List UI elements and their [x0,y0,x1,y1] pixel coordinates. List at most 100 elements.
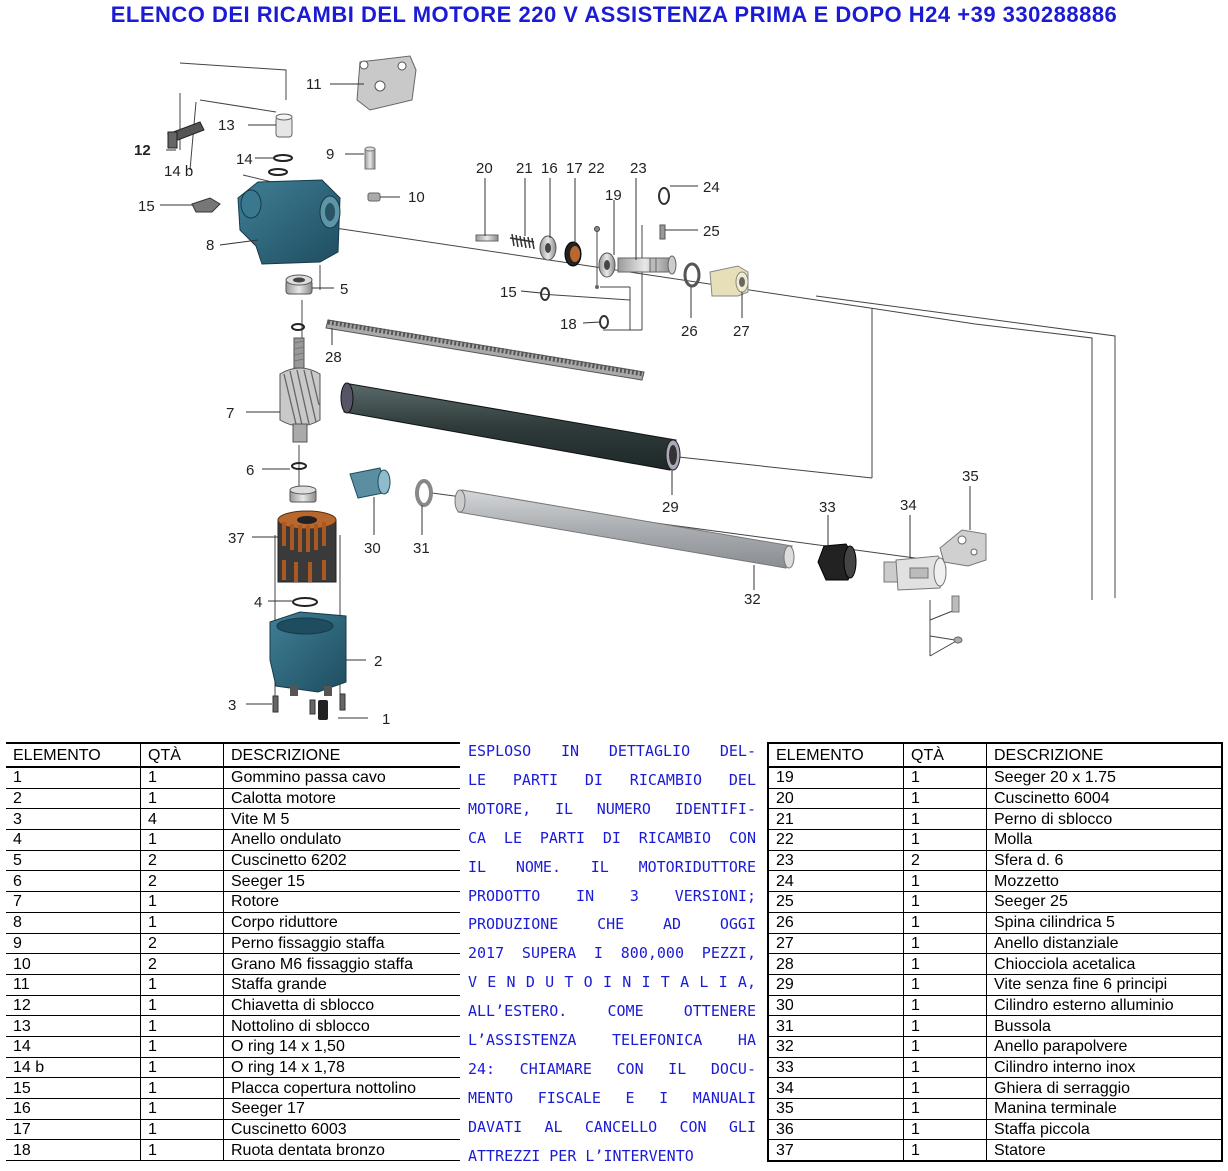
part-10-grub [367,192,381,202]
cell-element: 27 [768,933,904,955]
cell-element: 37 [768,1139,904,1162]
cell-element: 17 [6,1119,141,1141]
cell-element: 29 [768,974,904,996]
cell-description: O ring 14 x 1,78 [223,1057,460,1079]
part-8-gearbox [237,179,341,265]
cell-description: Cilindro esterno alluminio [986,995,1222,1017]
cell-qty: 2 [140,953,224,975]
cell-description: Molla [986,829,1222,851]
label-35: 34 [900,497,917,514]
cell-element: 18 [6,1139,141,1162]
description-line: PRODUZIONE CHE AD OGGI [468,915,756,934]
cell-element: 14 [6,1036,141,1058]
label-22: 21 [516,160,533,177]
cell-description: Seeger 25 [986,891,1222,913]
part-37-stator [277,510,337,583]
part-4-wave-ring [292,597,318,607]
cell-description: Grano M6 fissaggio staffa [223,953,460,975]
part-35-end-fitting [883,555,947,591]
part-17-bearing [539,235,557,261]
cell-element: 7 [6,891,141,913]
label-12: 12 [134,142,151,159]
cell-element: 22 [768,829,904,851]
table-header-row: ELEMENTO QTÀ DESCRIZIONE [6,743,460,768]
cell-element: 25 [768,891,904,913]
label-33: 32 [744,591,761,608]
label-19: 18 [560,316,577,333]
table-header-row: ELEMENTO QTÀ DESCRIZIONE [768,743,1222,768]
cell-element: 11 [6,974,141,996]
label-30: 29 [662,499,679,516]
description-line: V E N D U T O I N I T A L I A, [468,973,756,992]
part-19-seeger [599,315,609,329]
label-8: 8 [206,237,214,254]
part-14b-oring [268,168,288,176]
label-14: 14 [236,151,253,168]
label-18: 17 [566,160,583,177]
cell-qty: 1 [903,974,987,996]
part-30-outer-tube [340,382,681,471]
cell-description: Spina cilindrica 5 [986,912,1222,934]
cell-element: 12 [6,995,141,1017]
description-line: MENTO FISCALE E I MANUALI [468,1088,756,1107]
cell-qty: 1 [903,808,987,831]
cell-element: 28 [768,953,904,975]
cell-description: Vite M 5 [223,808,460,831]
cell-description: Staffa grande [223,974,460,996]
cell-description: Cuscinetto 6202 [223,850,460,872]
cell-qty: 1 [903,788,987,810]
cell-element: 13 [6,1015,141,1037]
part-23-ball [594,226,600,232]
cell-element: 30 [768,995,904,1017]
part-7-rotor [279,337,321,443]
description-line: 2017 SUPERA I 800,000 PEZZI, [468,944,756,963]
label-4: 4 [254,594,262,611]
label-2: 2 [374,653,382,670]
cell-element: 21 [768,808,904,831]
description-line: PRODOTTO IN 3 VERSIONI; [468,886,756,905]
part-9-pin [364,146,376,170]
cell-description: Sfera d. 6 [986,850,1222,872]
cell-element: 20 [768,788,904,810]
cell-description: Seeger 15 [223,870,460,893]
cell-qty: 1 [140,1098,224,1120]
cell-qty: 1 [903,953,987,975]
label-9: 9 [326,146,334,163]
cell-qty: 2 [903,850,987,872]
label-21: 20 [476,160,493,177]
label-20: 19 [605,187,622,204]
col-header-element: ELEMENTO [768,743,904,768]
cell-qty: 1 [903,767,987,789]
part-14-oring [273,154,293,162]
cell-qty: 1 [140,1139,224,1162]
cell-qty: 1 [903,1119,987,1141]
cell-qty: 1 [903,912,987,934]
exploded-diagram: 11 12 13 14 14 b 9 10 15 8 5 7 6 37 4 2 … [134,55,1116,726]
cell-element: 6 [6,870,141,893]
cell-qty: 1 [140,1057,224,1079]
col-header-description: DESCRIZIONE [986,743,1222,768]
part-1-grommet [318,700,328,720]
part-27-spacer [683,262,701,288]
col-header-element: ELEMENTO [6,743,141,768]
cell-qty: 1 [140,995,224,1017]
part-22-spring [509,233,535,250]
cell-qty: 1 [903,933,987,955]
cell-element: 14 b [6,1057,141,1079]
label-34: 33 [819,499,836,516]
cell-description: Cilindro interno inox [986,1057,1222,1079]
label-36: 35 [962,468,979,485]
label-5: 5 [340,281,348,298]
cell-element: 8 [6,912,141,934]
cell-description: Statore [986,1139,1222,1162]
